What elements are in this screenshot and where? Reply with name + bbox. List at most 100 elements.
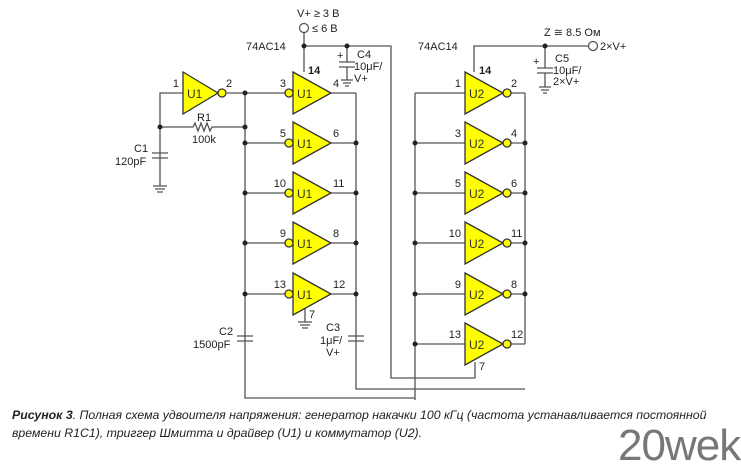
gate-label: U1 (297, 137, 313, 151)
output-pin-number: 12 (333, 279, 345, 291)
c5-value: 10μF/ (553, 65, 582, 77)
c1-name: C1 (134, 143, 148, 155)
gate-triangle (464, 170, 505, 216)
inverter-gate: U2 5 6 (455, 170, 517, 216)
u1-vcc-pin: 14 (308, 65, 321, 77)
r1-name: R1 (197, 112, 211, 124)
caption-title: Рисунок 3 (12, 408, 73, 422)
output-pin-number: 11 (511, 228, 522, 240)
output-pin-number: 6 (511, 178, 517, 190)
u2-vcc-pin: 14 (479, 65, 492, 77)
input-pin-number: 3 (455, 128, 461, 140)
output-pin-number: 12 (511, 329, 523, 341)
c4-name: C4 (357, 49, 371, 61)
inverter-gate: U1 13 12 (274, 271, 345, 317)
gate-label: U2 (469, 288, 485, 302)
c2-name: C2 (219, 326, 233, 338)
figure-caption: Рисунок 3. Полная схема удвоителя напряж… (12, 406, 732, 442)
inverter-gate: U2 1 2 (455, 70, 517, 116)
caption-text: . Полная схема удвоителя напряжения: ген… (12, 408, 707, 440)
output-pin-number: 11 (333, 178, 344, 190)
u2-gnd-pin: 7 (479, 361, 485, 373)
gate-triangle (464, 120, 505, 166)
c5-name: C5 (555, 53, 569, 65)
input-pin-number: 1 (173, 78, 179, 90)
inverter-bubble (217, 88, 227, 98)
output-pin-number: 2 (226, 78, 232, 90)
gate-label: U1 (297, 237, 313, 251)
svg-text:+: + (533, 56, 539, 68)
inverter-gate: U2 13 12 (449, 321, 523, 367)
inverter-bubble (284, 188, 294, 198)
c3-rating: V+ (326, 347, 340, 359)
watermark: 20wek (618, 421, 741, 470)
wires: + + (152, 22, 599, 400)
gate-label: U2 (469, 338, 485, 352)
output-terminal (587, 40, 599, 52)
input-pin-number: 1 (455, 78, 461, 90)
junction-dots (157, 43, 548, 347)
output-pin-number: 8 (511, 279, 517, 291)
gate-triangle (464, 271, 505, 317)
gate-label: U2 (469, 187, 485, 201)
output-label: 2×V+ (600, 41, 626, 53)
inverter-bubble (502, 188, 512, 198)
inverter-bubble (502, 339, 512, 349)
output-pin-number: 4 (511, 128, 517, 140)
inverter-bubble (502, 88, 512, 98)
inverter-gate: U1 9 8 (280, 220, 339, 266)
inverter-bubble (284, 289, 294, 299)
inverter-bubble (502, 138, 512, 148)
c2-value: 1500pF (193, 339, 231, 351)
inverter-gate: U1 3 4 (280, 70, 339, 116)
inverter-bubble (284, 238, 294, 248)
output-pin-number: 8 (333, 228, 339, 240)
gate-label: U1 (297, 288, 313, 302)
output-impedance: Z ≅ 8.5 Ом (544, 27, 601, 39)
inverter-gate: U1 10 11 (274, 170, 344, 216)
inverter-gate: U2 3 4 (455, 120, 517, 166)
output-pin-number: 2 (511, 78, 517, 90)
c3-name: C3 (326, 322, 340, 334)
input-pin-number: 5 (455, 178, 461, 190)
gate-label: U1 (297, 187, 313, 201)
c3-value: 1μF/ (320, 335, 343, 347)
supply-label-max: ≤ 6 В (312, 23, 338, 35)
gate-label: U1 (297, 87, 313, 101)
input-pin-number: 10 (449, 228, 461, 240)
inverter-gate: U1 1 2 (173, 70, 232, 116)
inverter-gate: U1 5 6 (280, 120, 339, 166)
gate-label: U2 (469, 237, 485, 251)
output-pin-number: 6 (333, 128, 339, 140)
gate-triangle (464, 220, 505, 266)
gate-triangle (182, 70, 220, 116)
input-pin-number: 10 (274, 178, 286, 190)
inverter-bubble (502, 289, 512, 299)
svg-text:+: + (337, 50, 343, 62)
input-pin-number: 13 (274, 279, 286, 291)
input-pin-number: 5 (280, 128, 286, 140)
inverter-bubble (502, 238, 512, 248)
output-pin-number: 4 (333, 78, 339, 90)
gate-triangle (464, 321, 505, 367)
gate-label: U2 (469, 137, 485, 151)
inverter-bubble (284, 88, 294, 98)
c4-value: 10μF/ (354, 61, 383, 73)
input-pin-number: 9 (280, 228, 286, 240)
u1-ic-label: 74AC14 (246, 41, 286, 53)
c4-rating: V+ (354, 73, 368, 85)
input-pin-number: 9 (455, 279, 461, 291)
u2-ic-label: 74AC14 (418, 41, 458, 53)
r1-value: 100k (192, 134, 216, 146)
input-pin-number: 13 (449, 329, 461, 341)
input-pin-number: 3 (280, 78, 286, 90)
inverter-bubble (284, 138, 294, 148)
inverter-gate: U2 9 8 (455, 271, 517, 317)
c5-rating: 2×V+ (553, 76, 579, 88)
gate-label: U2 (469, 87, 485, 101)
gate-label: U1 (187, 87, 203, 101)
supply-label-min: V+ ≥ 3 В (297, 8, 339, 20)
gate-triangle (464, 70, 505, 116)
u1-gnd-pin: 7 (309, 309, 315, 321)
